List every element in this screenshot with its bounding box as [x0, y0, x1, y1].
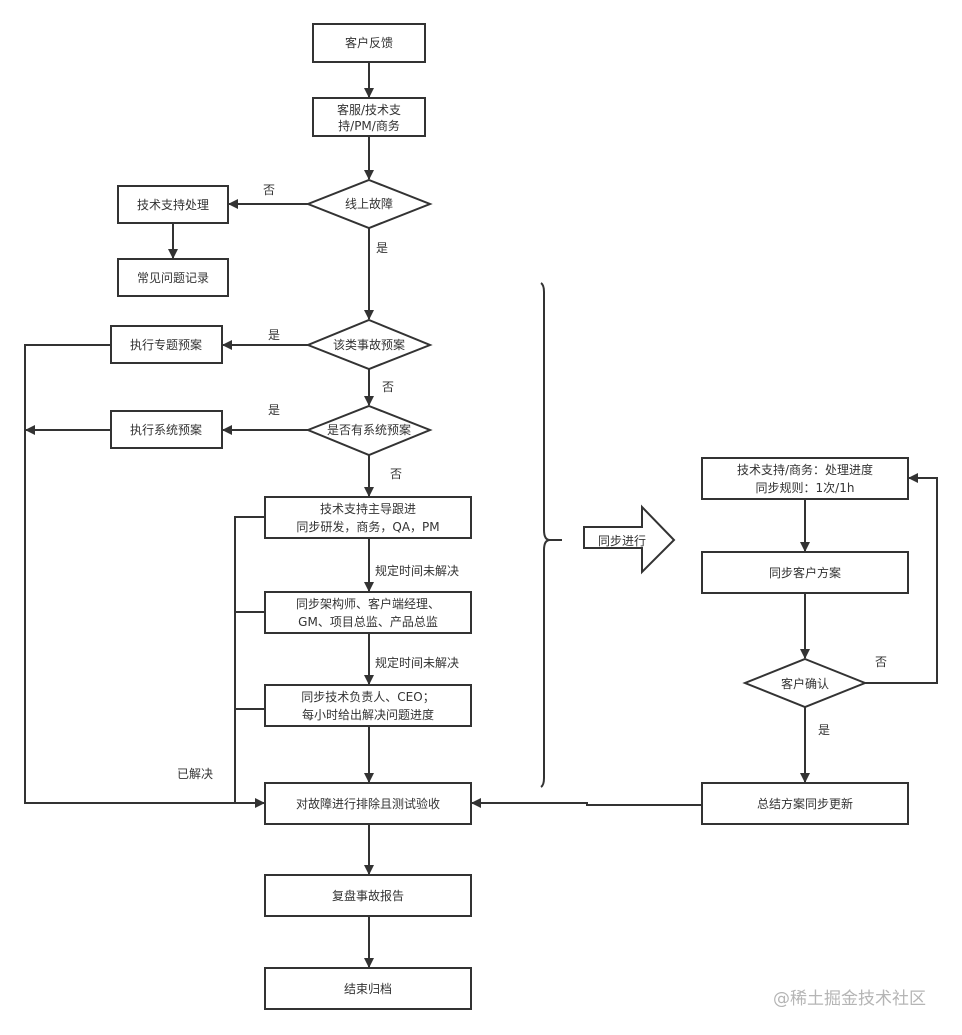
node-label: 技术支持主导跟进 [320, 501, 416, 516]
node-label: 客户反馈 [345, 35, 393, 50]
edges [24, 62, 938, 968]
decision-customer-confirm: 客户确认 [742, 657, 868, 709]
node-progress-sync: 技术支持/商务：处理进度 同步规则：1次/1h [701, 457, 909, 500]
edge-labels: 否 是 是 否 是 否 规定时间未解决 规定时间未解决 已解决 否 是 [177, 183, 887, 781]
watermark: @稀土掘金技术社区 [773, 989, 926, 1009]
label-online-fault-yes: 是 [376, 241, 388, 255]
node-label: 同步规则：1次/1h [756, 480, 855, 495]
node-label: 持/PM/商务 [338, 118, 400, 133]
node-escalate-architects: 同步架构师、客户端经理、 GM、项目总监、产品总监 [264, 591, 472, 634]
curly-brace [540, 282, 562, 788]
edge-resolved-bus [234, 516, 265, 803]
node-run-topic-plan: 执行专题预案 [110, 325, 223, 364]
node-label: 执行专题预案 [130, 337, 202, 352]
label-incident-plan-yes: 是 [268, 328, 280, 342]
node-run-system-plan: 执行系统预案 [110, 410, 223, 449]
decision-system-plan: 是否有系统预案 [305, 404, 433, 457]
node-label: 复盘事故报告 [332, 888, 404, 903]
node-label: 同步研发，商务，QA，PM [296, 519, 439, 534]
edge-confirm-no-loop [865, 473, 938, 684]
label-incident-plan-no: 否 [382, 380, 394, 394]
node-label: 对故障进行排除且测试验收 [296, 796, 440, 811]
node-label: 结束归档 [344, 982, 392, 996]
node-label: 客服/技术支 [337, 102, 401, 117]
node-postmortem-report: 复盘事故报告 [264, 874, 472, 917]
node-label: 客户确认 [781, 676, 829, 691]
node-label: 常见问题记录 [137, 271, 209, 285]
node-label: 该类事故预案 [333, 337, 405, 352]
label-confirm-no: 否 [875, 655, 887, 669]
node-label: 是否有系统预案 [327, 422, 411, 437]
node-label: 执行系统预案 [130, 422, 202, 437]
node-label: 技术支持/商务：处理进度 [737, 462, 873, 477]
label-online-fault-no: 否 [263, 183, 275, 197]
node-label: 同步架构师、客户端经理、 [296, 596, 440, 611]
parallel-block-arrow: 同步进行 [583, 504, 676, 575]
node-label: 线上故障 [345, 196, 393, 211]
label-confirm-yes: 是 [818, 723, 830, 737]
edge-summary-to-troubleshoot [471, 798, 702, 808]
node-sync-customer-plan: 同步客户方案 [701, 551, 909, 594]
label-resolved: 已解决 [177, 767, 213, 781]
node-label: 同步客户方案 [769, 565, 841, 580]
node-tech-support-handle: 技术支持处理 [117, 185, 229, 224]
node-label: 每小时给出解决问题进度 [302, 707, 434, 722]
node-troubleshoot-test: 对故障进行排除且测试验收 [264, 782, 472, 825]
label-unresolved-2: 规定时间未解决 [375, 655, 459, 670]
label-system-plan-no: 否 [390, 467, 402, 481]
node-support-roles: 客服/技术支 持/PM/商务 [312, 97, 426, 137]
label-system-plan-yes: 是 [268, 403, 280, 417]
node-label: 总结方案同步更新 [757, 796, 853, 811]
node-label: 技术支持处理 [137, 197, 209, 212]
node-close-archive: 结束归档 [264, 967, 472, 1010]
node-label: GM、项目总监、产品总监 [298, 615, 438, 629]
label-unresolved-1: 规定时间未解决 [375, 563, 459, 578]
node-summary-update: 总结方案同步更新 [701, 782, 909, 825]
parallel-arrow-label: 同步进行 [598, 534, 646, 548]
node-customer-feedback: 客户反馈 [312, 23, 426, 63]
node-label: 同步技术负责人、CEO； [301, 690, 434, 704]
decision-incident-plan: 该类事故预案 [305, 318, 433, 371]
node-tech-lead-followup: 技术支持主导跟进 同步研发，商务，QA，PM [264, 496, 472, 539]
edge-topic-plan-to-troubleshoot [24, 344, 265, 808]
decision-online-fault: 线上故障 [305, 178, 433, 230]
node-escalate-ceo: 同步技术负责人、CEO； 每小时给出解决问题进度 [264, 684, 472, 727]
node-faq-record: 常见问题记录 [117, 258, 229, 297]
